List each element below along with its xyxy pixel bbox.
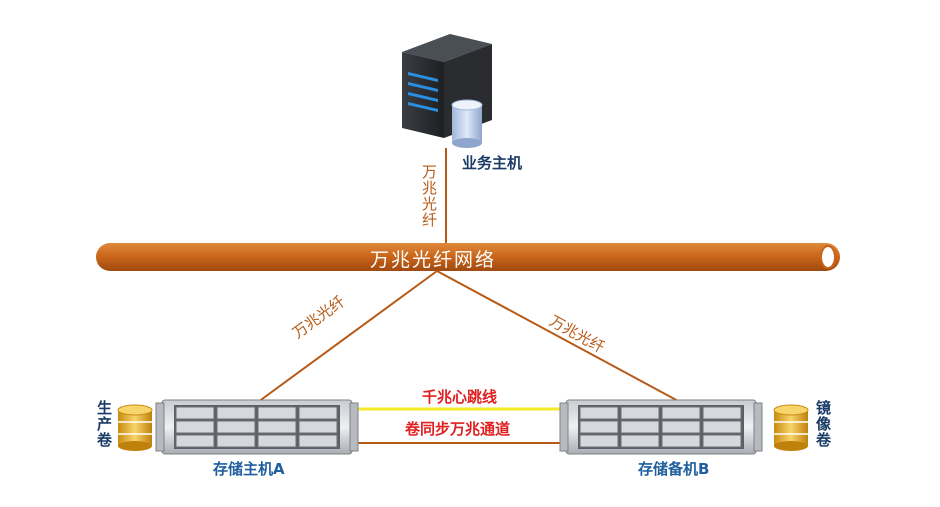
heartbeat-label: 千兆心跳线	[422, 388, 498, 406]
mirror-volume-icon	[773, 404, 809, 451]
business-server-label: 业务主机	[462, 154, 523, 172]
production-volume-label: 生产卷	[95, 400, 113, 448]
storage-b-rack-icon	[559, 399, 763, 455]
storage-a-label: 存储主机A	[213, 460, 285, 478]
database-icon	[451, 99, 483, 148]
storage-b-label: 存储备机B	[638, 460, 710, 478]
network-pipe	[96, 243, 840, 271]
right-fiber-line	[436, 270, 681, 403]
network-pipe-label: 万兆光纤网络	[370, 249, 497, 271]
left-fiber-line	[257, 270, 438, 403]
mirror-volume-label: 镜像卷	[814, 400, 832, 448]
uplink-fiber-label: 万兆光纤	[420, 164, 438, 228]
production-volume-icon	[117, 404, 153, 451]
storage-a-rack-icon	[155, 399, 359, 455]
business-server-icon	[402, 34, 492, 148]
sync-channel-label: 卷同步万兆通道	[405, 420, 511, 438]
